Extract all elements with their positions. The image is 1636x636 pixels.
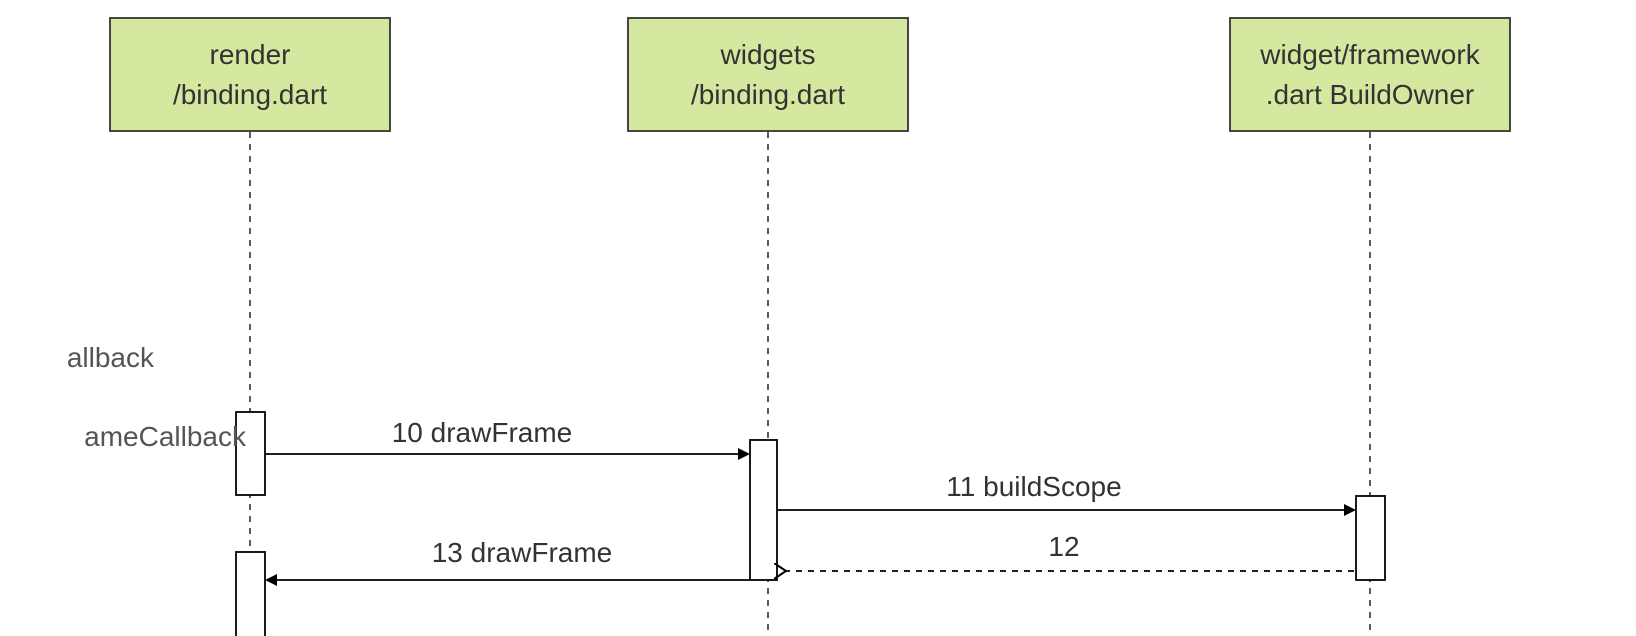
- lifeline-render-title-2: /binding.dart: [173, 79, 327, 110]
- activation-render-2[interactable]: [235, 551, 266, 636]
- lifeline-widgets-title-2: /binding.dart: [691, 79, 845, 110]
- message-12-label: 12: [1048, 531, 1079, 562]
- lifeline-framework-title-1: widget/framework: [1259, 39, 1480, 70]
- message-11-label: 11 buildScope: [946, 471, 1121, 502]
- lifeline-framework-title-2: .dart BuildOwner: [1266, 79, 1475, 110]
- lifeline-render-title-1: render: [210, 39, 291, 70]
- lifeline-framework-head[interactable]: widget/framework .dart BuildOwner: [1229, 17, 1511, 132]
- activation-widgets[interactable]: [749, 439, 778, 581]
- lifeline-widgets-title-1: widgets: [720, 39, 816, 70]
- activation-framework[interactable]: [1355, 495, 1386, 581]
- clipped-label-frame-callback: ameCallback: [84, 421, 247, 452]
- message-13-label: 13 drawFrame: [432, 537, 613, 568]
- message-10-label: 10 drawFrame: [392, 417, 573, 448]
- activation-render-1[interactable]: [235, 411, 266, 496]
- lifeline-render-head[interactable]: render /binding.dart: [109, 17, 391, 132]
- clipped-label-callback: allback: [67, 342, 155, 373]
- lifeline-widgets-head[interactable]: widgets /binding.dart: [627, 17, 909, 132]
